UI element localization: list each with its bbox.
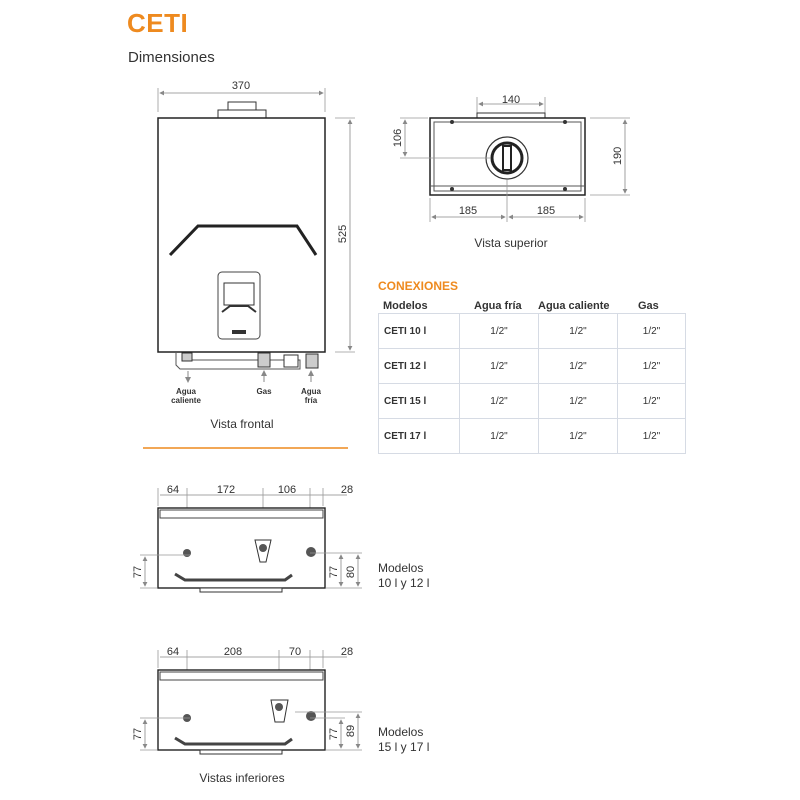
- dim-208: 208: [224, 646, 242, 658]
- front-view: 370 525 Agua caliente Gas Agua fría Vist…: [157, 80, 355, 431]
- dim-64: 64: [167, 484, 179, 496]
- dim-28: 28: [341, 484, 353, 496]
- header-hot-water: Agua caliente: [538, 300, 610, 312]
- depth-dimension: 190: [612, 147, 624, 165]
- cold-water-cell: 1/2": [459, 418, 539, 454]
- top-view-caption: Vista superior: [474, 236, 547, 250]
- dim-70: 70: [289, 646, 301, 658]
- dim-64: 64: [167, 646, 179, 658]
- right-height-dim-1: 77: [328, 566, 340, 578]
- hot-water-label-1: Agua: [176, 387, 197, 396]
- models-label-2: 15 l y 17 l: [378, 740, 429, 754]
- left-height-dim: 77: [132, 728, 144, 740]
- cold-water-label-2: fría: [305, 396, 318, 405]
- cold-water-cell: 1/2": [459, 313, 539, 349]
- right-height-dim-2: 89: [345, 725, 357, 737]
- height-dimension: 525: [337, 225, 349, 243]
- model-cell: CETI 12 l: [378, 348, 460, 384]
- gas-cell: 1/2": [617, 418, 686, 454]
- hot-water-cell: 1/2": [538, 418, 618, 454]
- right-height-dim-1: 77: [328, 728, 340, 740]
- dim-106: 106: [278, 484, 296, 496]
- hot-water-cell: 1/2": [538, 348, 618, 384]
- gas-cell: 1/2": [617, 348, 686, 384]
- model-cell: CETI 15 l: [378, 383, 460, 419]
- hot-water-label-2: caliente: [171, 396, 201, 405]
- half-right-dimension: 185: [537, 205, 555, 217]
- bottom-view-10-12: 64 172 106 28 77 77 80 Modelos 10 l y 12…: [132, 484, 429, 593]
- flue-depth-dimension: 106: [392, 129, 404, 147]
- half-left-dimension: 185: [459, 205, 477, 217]
- header-gas: Gas: [638, 300, 659, 312]
- flue-width-dimension: 140: [502, 94, 520, 106]
- gas-cell: 1/2": [617, 313, 686, 349]
- model-cell: CETI 17 l: [378, 418, 460, 454]
- models-label-1: Modelos: [378, 725, 423, 739]
- hot-water-cell: 1/2": [538, 383, 618, 419]
- cold-water-label-1: Agua: [301, 387, 322, 396]
- cold-water-cell: 1/2": [459, 348, 539, 384]
- header-models: Modelos: [383, 300, 428, 312]
- bottom-views-caption: Vistas inferiores: [199, 771, 284, 785]
- page-subtitle: Dimensiones: [128, 49, 215, 66]
- cold-water-cell: 1/2": [459, 383, 539, 419]
- gas-label: Gas: [256, 387, 272, 396]
- dim-28: 28: [341, 646, 353, 658]
- models-label-2: 10 l y 12 l: [378, 576, 429, 590]
- width-dimension: 370: [232, 80, 250, 92]
- page-title: CETI: [127, 8, 189, 38]
- left-height-dim: 77: [132, 566, 144, 578]
- gas-cell: 1/2": [617, 383, 686, 419]
- bottom-view-15-17: 64 208 70 28 77 77 89 Modelos 15 l y 17 …: [132, 646, 429, 755]
- header-cold-water: Agua fría: [474, 300, 522, 312]
- front-view-caption: Vista frontal: [210, 417, 273, 431]
- connections-title: CONEXIONES: [378, 279, 459, 293]
- dim-172: 172: [217, 484, 235, 496]
- right-height-dim-2: 80: [345, 566, 357, 578]
- hot-water-cell: 1/2": [538, 313, 618, 349]
- models-label-1: Modelos: [378, 561, 423, 575]
- top-view: 140 106 190 185 185 Vista superior: [392, 94, 630, 250]
- model-cell: CETI 10 l: [378, 313, 460, 349]
